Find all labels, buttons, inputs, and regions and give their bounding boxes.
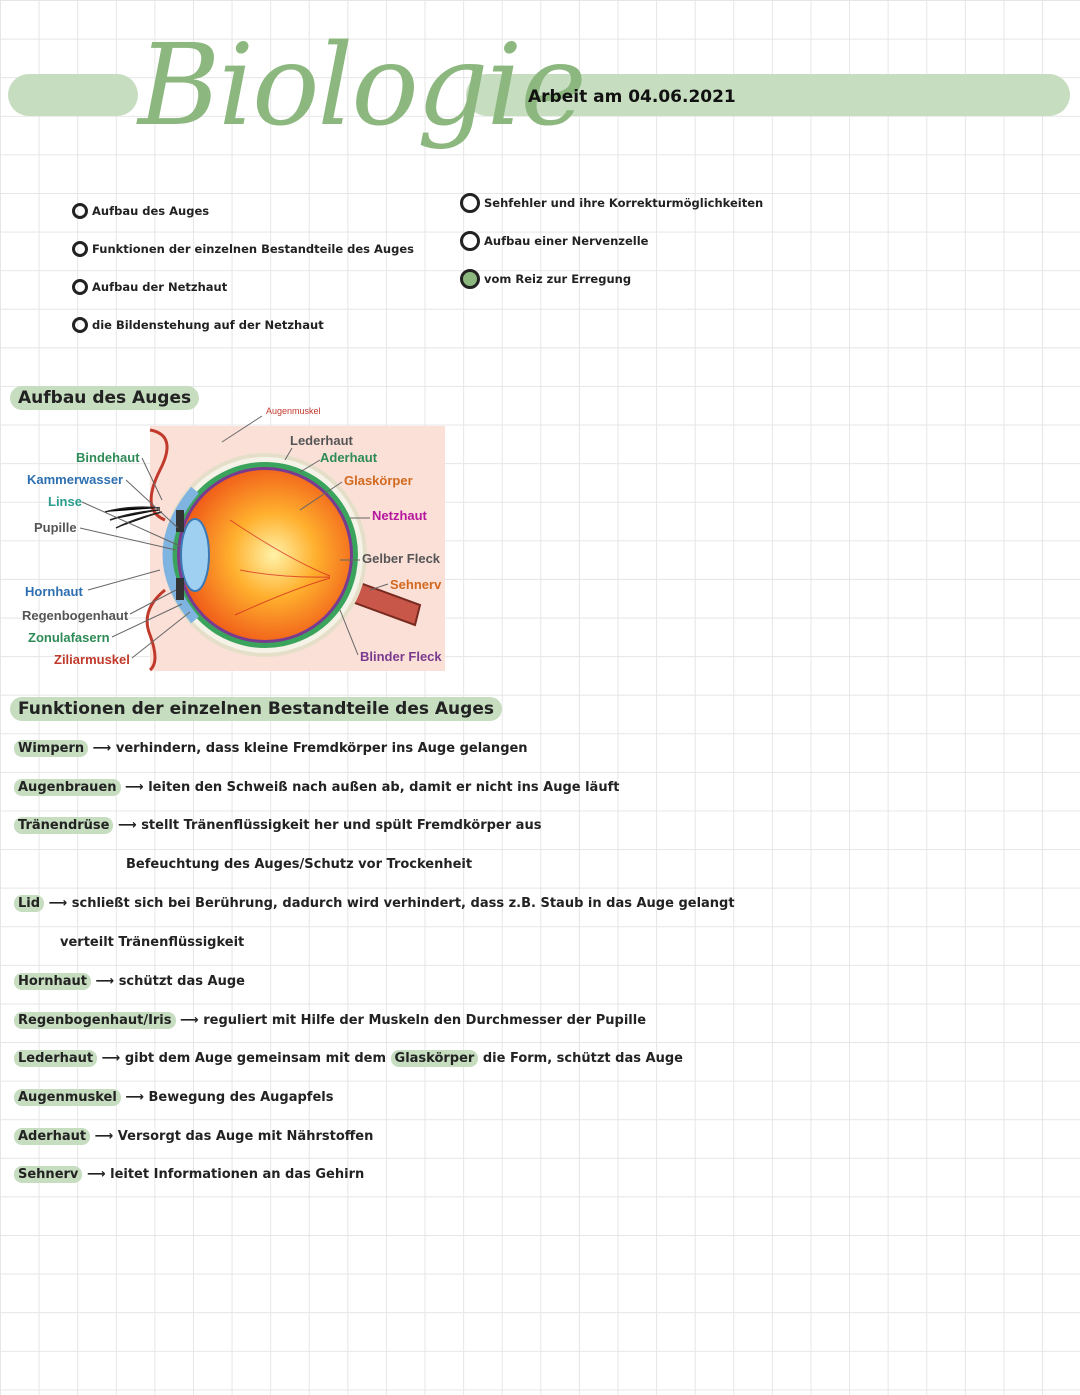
blood-vessels (229, 519, 331, 616)
todo-item[interactable]: die Bildenstehung auf der Netzhaut (72, 306, 414, 344)
label-pupille: Pupille (34, 520, 77, 535)
todo-item[interactable]: Sehfehler und ihre Korrekturmöglichkeite… (460, 184, 763, 222)
todo-list-left: Aufbau des Auges Funktionen der einzelne… (72, 192, 414, 344)
lens-shape (180, 518, 210, 592)
leader-lines (79, 415, 389, 659)
checkbox-icon[interactable] (72, 241, 88, 257)
checkbox-icon[interactable] (460, 193, 480, 213)
list-item: Aderhaut ⟶ Versorgt das Auge mit Nährsto… (14, 1128, 373, 1145)
label-hornhaut: Hornhaut (25, 584, 83, 599)
todo-item[interactable]: Aufbau einer Nervenzelle (460, 222, 763, 260)
arrow-icon: ⟶ (125, 1090, 144, 1105)
checkbox-icon[interactable] (72, 317, 88, 333)
eye-diagram (79, 415, 445, 672)
arrow-icon: ⟶ (180, 1013, 199, 1028)
checkbox-icon[interactable] (72, 203, 88, 219)
checkbox-icon[interactable] (72, 279, 88, 295)
label-aderhaut: Aderhaut (320, 450, 378, 465)
todo-item[interactable]: Aufbau der Netzhaut (72, 268, 414, 306)
arrow-icon: ⟶ (125, 780, 144, 795)
label-blinder-fleck: Blinder Fleck (360, 649, 442, 664)
list-item: Augenmuskel ⟶ Bewegung des Augapfels (14, 1089, 333, 1106)
label-zonulafasern: Zonulafasern (28, 630, 110, 645)
list-item: Tränendrüse ⟶ stellt Tränenflüssigkeit h… (14, 817, 541, 834)
label-lederhaut: Lederhaut (290, 433, 353, 448)
list-item: Befeuchtung des Auges/Schutz vor Trocken… (126, 857, 473, 872)
arrow-icon: ⟶ (48, 896, 68, 911)
list-item: Regenbogenhaut/Iris ⟶ reguliert mit Hilf… (14, 1012, 646, 1029)
upper-eyelid-shape (149, 428, 169, 522)
section-title-funktionen: Funktionen der einzelnen Bestandteile de… (10, 697, 502, 721)
list-item: Lederhaut ⟶ gibt dem Auge gemeinsam mit … (14, 1050, 683, 1067)
arrow-icon: ⟶ (118, 818, 137, 833)
label-augenmuskel: Augenmuskel (266, 406, 321, 416)
list-item: verteilt Tränenflüssigkeit (60, 935, 245, 950)
iris-bottom-shape (176, 578, 184, 600)
todo-item[interactable]: vom Reiz zur Erregung (460, 260, 763, 298)
list-item: Wimpern ⟶ verhindern, dass kleine Fremdk… (14, 740, 528, 757)
label-ziliarmuskel: Ziliarmuskel (54, 652, 130, 667)
label-glaskoerper: Glaskörper (344, 473, 413, 488)
arrow-icon: ⟶ (92, 741, 112, 756)
list-item: Augenbrauen ⟶ leiten den Schweiß nach au… (14, 779, 619, 796)
iris-top-shape (176, 510, 184, 532)
arrow-icon: ⟶ (86, 1167, 106, 1182)
cornea-shape (162, 486, 199, 624)
label-sehnerv: Sehnerv (390, 577, 442, 592)
list-item: Hornhaut ⟶ schützt das Auge (14, 973, 245, 990)
list-item: Sehnerv ⟶ leitet Informationen an das Ge… (14, 1166, 364, 1183)
arrow-icon: ⟶ (94, 1129, 114, 1144)
arrow-icon: ⟶ (101, 1051, 121, 1066)
todo-item[interactable]: Aufbau des Auges (72, 192, 414, 230)
date-label: Arbeit am 04.06.2021 (528, 87, 736, 107)
checkbox-checked-icon[interactable] (460, 269, 480, 289)
arrow-icon: ⟶ (95, 974, 115, 989)
todo-item[interactable]: Funktionen der einzelnen Bestandteile de… (72, 230, 414, 268)
vitreous-shape (180, 470, 350, 640)
checkbox-icon[interactable] (460, 231, 480, 251)
todo-list-right: Sehfehler und ihre Korrekturmöglichkeite… (460, 184, 763, 298)
list-item: Lid ⟶ schließt sich bei Berührung, dadur… (14, 895, 735, 912)
section-title-aufbau: Aufbau des Auges (10, 386, 200, 410)
title-bar-left (8, 74, 138, 116)
eyelash-icon (104, 506, 163, 529)
label-linse: Linse (48, 494, 82, 509)
page-title: Biologie (138, 21, 587, 151)
label-netzhaut: Netzhaut (372, 508, 427, 523)
label-regenbogenhaut: Regenbogenhaut (22, 608, 129, 623)
label-kammerwasser: Kammerwasser (27, 472, 124, 487)
title-bar-right (466, 74, 1070, 116)
label-bindehaut: Bindehaut (76, 450, 140, 465)
label-gelber-fleck: Gelber Fleck (362, 551, 441, 566)
